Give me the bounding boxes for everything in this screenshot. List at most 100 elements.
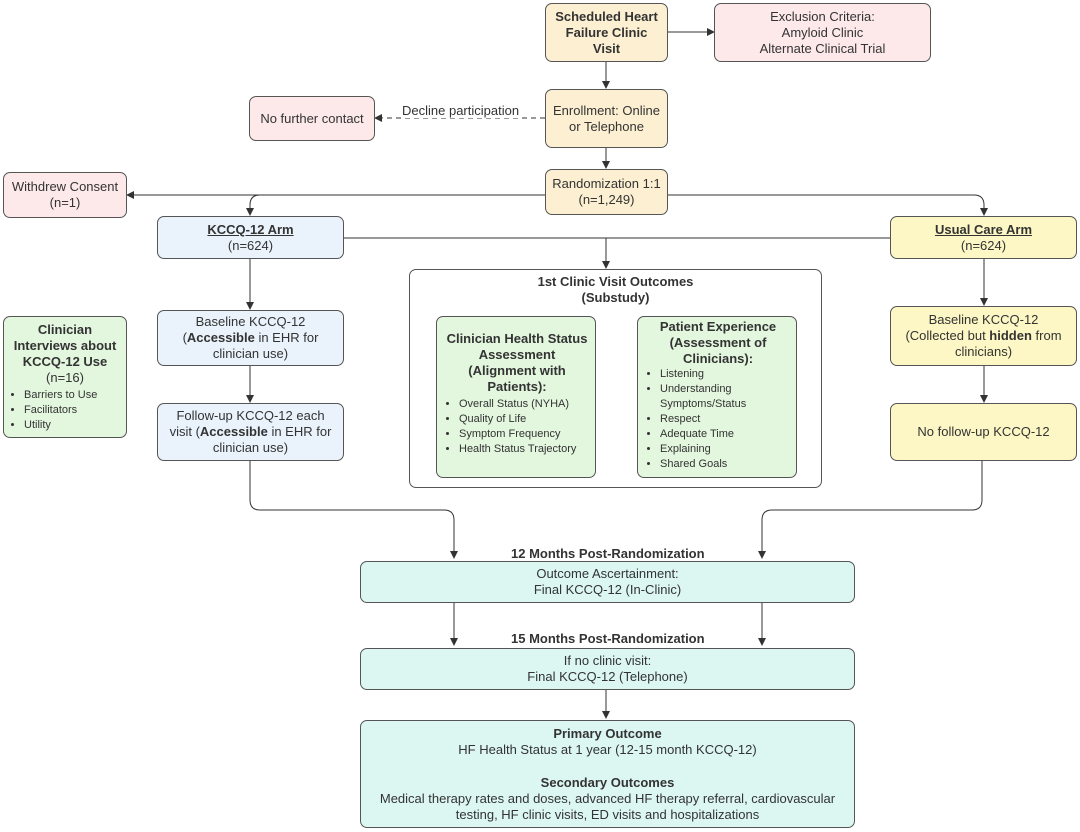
no-contact-line1: No further contact	[260, 110, 364, 126]
followup-bold: Accessible	[199, 424, 268, 439]
experience-bullet: Listening	[660, 367, 790, 382]
experience-bullet: Adequate Time	[660, 427, 790, 442]
assessment-bullet: Quality of Life	[459, 412, 589, 427]
month15-node: If no clinic visit: Final KCCQ-12 (Telep…	[360, 648, 855, 690]
followup-line3: clinician use)	[212, 440, 289, 455]
interviews-n: (n=16)	[46, 369, 84, 385]
interviews-bullets: Barriers to Use Facilitators Utility	[10, 388, 120, 433]
exclusion-node: Exclusion Criteria: Amyloid Clinic Alter…	[714, 3, 931, 62]
baseline-usual-line1: Baseline KCCQ-12	[928, 312, 1039, 327]
interviews-bullet: Barriers to Use	[24, 388, 120, 403]
baseline-kccq-line2: (Accessible in EHR for	[183, 330, 319, 346]
month15-label: 15 Months Post-Randomization	[511, 631, 705, 646]
month12-node: Outcome Ascertainment: Final KCCQ-12 (In…	[360, 561, 855, 603]
interviews-bullet: Facilitators	[24, 403, 120, 418]
edge-rand-kccq	[246, 194, 261, 216]
month15-line1: If no clinic visit:	[563, 653, 652, 668]
experience-line2: (Assessment of	[669, 335, 767, 350]
assessment-line2: Assessment	[478, 347, 556, 362]
scheduled-line3: Visit	[592, 40, 621, 56]
exclusion-line3: Alternate Clinical Trial	[759, 40, 886, 56]
edge-followup-12m	[249, 461, 458, 559]
baseline-usual-line2: (Collected but hidden from	[905, 328, 1061, 344]
assessment-line4: Patients):	[487, 379, 547, 394]
experience-line3: Clinicians):	[682, 351, 754, 366]
experience-bullet: Shared Goals	[660, 457, 790, 472]
randomization-line2: (n=1,249)	[578, 192, 635, 207]
withdrew-line2: (n=1)	[49, 195, 81, 210]
interviews-line3: KCCQ-12 Use	[22, 353, 108, 369]
patient-experience-node: Patient Experience (Assessment of Clinic…	[637, 316, 797, 478]
usual-arm-title: Usual Care Arm	[934, 221, 1033, 237]
baseline-kccq-line3: clinician use)	[212, 346, 289, 361]
assessment-line3: (Alignment with	[468, 363, 566, 378]
substudy-line2: (Substudy)	[581, 290, 650, 305]
clinician-interviews-node: Clinician Interviews about KCCQ-12 Use (…	[3, 316, 127, 438]
interviews-bullet: Utility	[24, 418, 120, 433]
experience-bullet: Explaining	[660, 442, 790, 457]
decline-label: Decline participation	[402, 103, 520, 118]
no-followup-node: No follow-up KCCQ-12	[890, 403, 1077, 461]
edge-nofollowup-12m	[758, 461, 983, 559]
baseline-usual-line3: clinicians)	[954, 344, 1013, 359]
outcomes-node: Primary Outcome HF Health Status at 1 ye…	[360, 720, 855, 828]
followup-line1: Follow-up KCCQ-12 each	[176, 408, 325, 423]
month12-line1: Outcome Ascertainment:	[536, 566, 679, 581]
enrollment-line2: or Telephone	[569, 118, 644, 134]
experience-bullet: Understanding Symptoms/Status	[660, 382, 790, 412]
no-followup-line1: No follow-up KCCQ-12	[917, 424, 1050, 439]
exclusion-line1: Exclusion Criteria:	[770, 8, 875, 24]
primary-title: Primary Outcome	[553, 725, 662, 741]
usual-arm-n: (n=624)	[960, 237, 1007, 253]
secondary-title: Secondary Outcomes	[540, 774, 675, 790]
exclusion-line2: Amyloid Clinic	[781, 24, 864, 40]
baseline-kccq-open: (	[182, 330, 187, 345]
baseline-kccq-bold: Accessible	[186, 330, 255, 345]
interviews-line2: Interviews about	[13, 337, 117, 353]
followup-post: in EHR for	[267, 424, 332, 439]
baseline-kccq-post: in EHR for	[254, 330, 319, 345]
enrollment-line1: Enrollment: Online	[553, 102, 660, 118]
followup-pre: visit (	[169, 424, 200, 439]
enrollment-node: Enrollment: Online or Telephone	[545, 89, 668, 148]
secondary-line1: Medical therapy rates and doses, advance…	[379, 790, 836, 806]
month12-line2: Final KCCQ-12 (In-Clinic)	[533, 582, 682, 597]
withdrew-line1: Withdrew Consent	[11, 179, 119, 194]
baseline-kccq-line1: Baseline KCCQ-12	[195, 314, 306, 329]
baseline-usual-node: Baseline KCCQ-12 (Collected but hidden f…	[890, 306, 1077, 366]
assessment-bullets: Overall Status (NYHA) Quality of Life Sy…	[445, 397, 589, 457]
usual-arm-node: Usual Care Arm (n=624)	[890, 216, 1077, 259]
scheduled-visit-node: Scheduled Heart Failure Clinic Visit	[545, 3, 668, 62]
kccq-arm-n: (n=624)	[227, 237, 274, 253]
kccq-arm-title: KCCQ-12 Arm	[207, 221, 294, 237]
assessment-line1: Clinician Health Status	[446, 331, 588, 346]
no-contact-node: No further contact	[249, 96, 375, 141]
clinician-assessment-node: Clinician Health Status Assessment (Alig…	[436, 316, 596, 478]
experience-bullets: Listening Understanding Symptoms/Status …	[646, 367, 790, 472]
primary-text: HF Health Status at 1 year (12-15 month …	[458, 741, 757, 757]
followup-kccq-node: Follow-up KCCQ-12 each visit (Accessible…	[157, 403, 344, 461]
withdrew-node: Withdrew Consent (n=1)	[3, 172, 127, 218]
substudy-line1: 1st Clinic Visit Outcomes	[537, 274, 694, 289]
kccq-arm-node: KCCQ-12 Arm (n=624)	[157, 216, 344, 259]
month15-line2: Final KCCQ-12 (Telephone)	[527, 669, 688, 684]
followup-line2: visit (Accessible in EHR for	[170, 424, 332, 440]
assessment-bullet: Health Status Trajectory	[459, 442, 589, 457]
experience-bullet: Respect	[660, 412, 790, 427]
randomization-line1: Randomization 1:1	[552, 176, 661, 191]
baseline-usual-pre: (Collected but	[905, 328, 990, 343]
scheduled-line2: Failure Clinic	[565, 24, 648, 40]
month12-label: 12 Months Post-Randomization	[511, 546, 705, 561]
randomization-node: Randomization 1:1 (n=1,249)	[545, 169, 668, 215]
edge-rand-usual	[668, 194, 988, 216]
scheduled-line1: Scheduled Heart	[555, 8, 658, 24]
assessment-bullet: Overall Status (NYHA)	[459, 397, 589, 412]
baseline-usual-post: from	[1031, 328, 1062, 343]
interviews-line1: Clinician	[37, 321, 93, 337]
baseline-usual-bold: hidden	[989, 328, 1032, 343]
baseline-kccq-node: Baseline KCCQ-12 (Accessible in EHR for …	[157, 310, 344, 366]
secondary-line2: testing, HF clinic visits, ED visits and…	[455, 806, 760, 822]
experience-line1: Patient Experience	[659, 319, 777, 334]
assessment-bullet: Symptom Frequency	[459, 427, 589, 442]
